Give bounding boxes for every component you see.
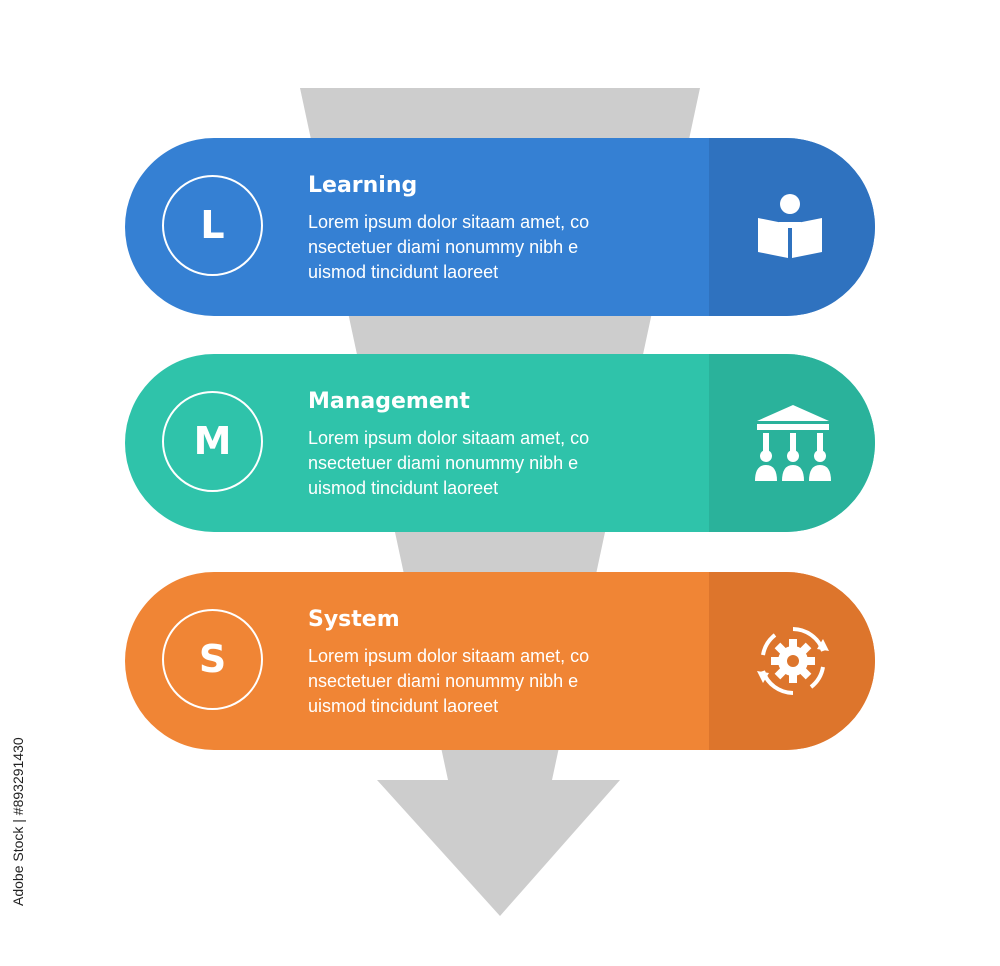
institution-people-icon [755,405,831,481]
learning-body-line: nsectetuer diami nonummy nibh e [308,237,579,257]
learning-body-line: Lorem ipsum dolor sitaam amet, co [308,212,590,232]
learning-title: Learning [308,173,418,198]
system-body: Lorem ipsum dolor sitaam amet, co nsecte… [308,644,668,719]
system-body-line: nsectetuer diami nonummy nibh e [308,671,579,691]
system-body-line: uismod tincidunt laoreet [308,696,499,716]
learning-letter-circle: L [162,175,263,276]
system-body-line: Lorem ipsum dolor sitaam amet, co [308,646,590,666]
system-band: S System Lorem ipsum dolor sitaam amet, … [125,572,875,750]
management-band: M Management Lorem ipsum dolor sitaam am… [125,354,875,532]
system-title: System [308,607,400,632]
management-body-line: uismod tincidunt laoreet [308,478,499,498]
learning-body-line: uismod tincidunt laoreet [308,262,499,282]
management-body-line: Lorem ipsum dolor sitaam amet, co [308,428,590,448]
management-title: Management [308,389,470,414]
learning-band: L Learning Lorem ipsum dolor sitaam amet… [125,138,875,316]
learning-body: Lorem ipsum dolor sitaam amet, co nsecte… [308,210,668,285]
reading-book-icon [758,194,822,258]
management-letter-circle: M [162,391,263,492]
gear-cycle-icon [757,627,829,695]
stock-id-label: Adobe Stock | #893291430 [10,737,26,906]
management-body: Lorem ipsum dolor sitaam amet, co nsecte… [308,426,668,501]
system-letter-circle: S [162,609,263,710]
management-body-line: nsectetuer diami nonummy nibh e [308,453,579,473]
